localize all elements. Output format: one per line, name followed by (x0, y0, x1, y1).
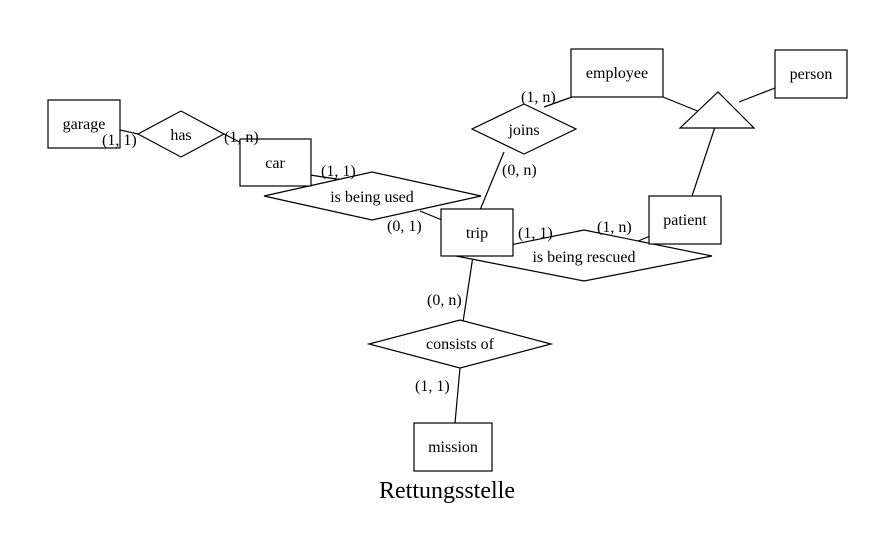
card-joins-employee: (1, n) (521, 89, 556, 106)
entity-trip-label: trip (466, 225, 488, 242)
relationship-joins-label: joins (507, 122, 539, 139)
relationship-consists-of: consists of (366, 319, 554, 369)
entity-person-label: person (790, 66, 833, 83)
entity-employee-label: employee (586, 65, 648, 82)
relationship-is-being-used: is being used (263, 171, 482, 221)
card-used-trip: (0, 1) (387, 218, 422, 235)
relationship-has-label: has (170, 127, 191, 144)
line-patient-isa (691, 126, 716, 197)
entity-mission-label: mission (428, 439, 478, 456)
card-consists-mission: (1, 1) (415, 378, 450, 395)
line-used-trip (419, 210, 443, 221)
connector-lines (119, 87, 776, 424)
entity-person: person (774, 49, 848, 99)
relationship-is-being-used-label: is being used (330, 189, 414, 206)
line-joins-trip (479, 151, 505, 211)
line-garage-has (119, 129, 139, 135)
entity-garage: garage (47, 99, 121, 149)
card-trip-rescued: (1, 1) (518, 225, 553, 242)
entity-car-label: car (265, 155, 285, 172)
card-rescued-patient: (1, n) (597, 219, 632, 236)
relationship-consists-of-label: consists of (426, 336, 495, 353)
entity-trip: trip (440, 208, 514, 257)
cardinality-labels: (1, 1) (1, n) (1, 1) (0, 1) (1, n) (0, n… (102, 89, 632, 395)
line-trip-consists (462, 255, 474, 323)
entity-mission: mission (413, 422, 493, 472)
relationship-joins: joins (470, 103, 578, 155)
line-joins-employee (543, 96, 573, 108)
relationship-has: has (136, 110, 226, 158)
line-employee-isa (662, 96, 701, 113)
entity-garage-label: garage (63, 116, 106, 133)
entity-patient-label: patient (663, 212, 707, 229)
diagram-title: Rettungsstelle (379, 478, 515, 504)
card-car-used: (1, 1) (321, 163, 356, 180)
entity-employee: employee (570, 48, 664, 98)
card-garage-has: (1, 1) (102, 132, 137, 149)
card-has-car: (1, n) (224, 129, 259, 146)
relationship-is-being-rescued-label: is being rescued (532, 249, 635, 266)
card-joins-trip: (0, n) (502, 162, 537, 179)
line-person-isa (738, 87, 776, 103)
entity-patient: patient (648, 195, 722, 245)
line-consists-mission (454, 367, 461, 424)
entity-car: car (239, 138, 312, 187)
isa-triangle (678, 91, 756, 129)
card-trip-consists: (0, n) (427, 292, 462, 309)
relationship-is-being-rescued: is being rescued (455, 229, 713, 282)
